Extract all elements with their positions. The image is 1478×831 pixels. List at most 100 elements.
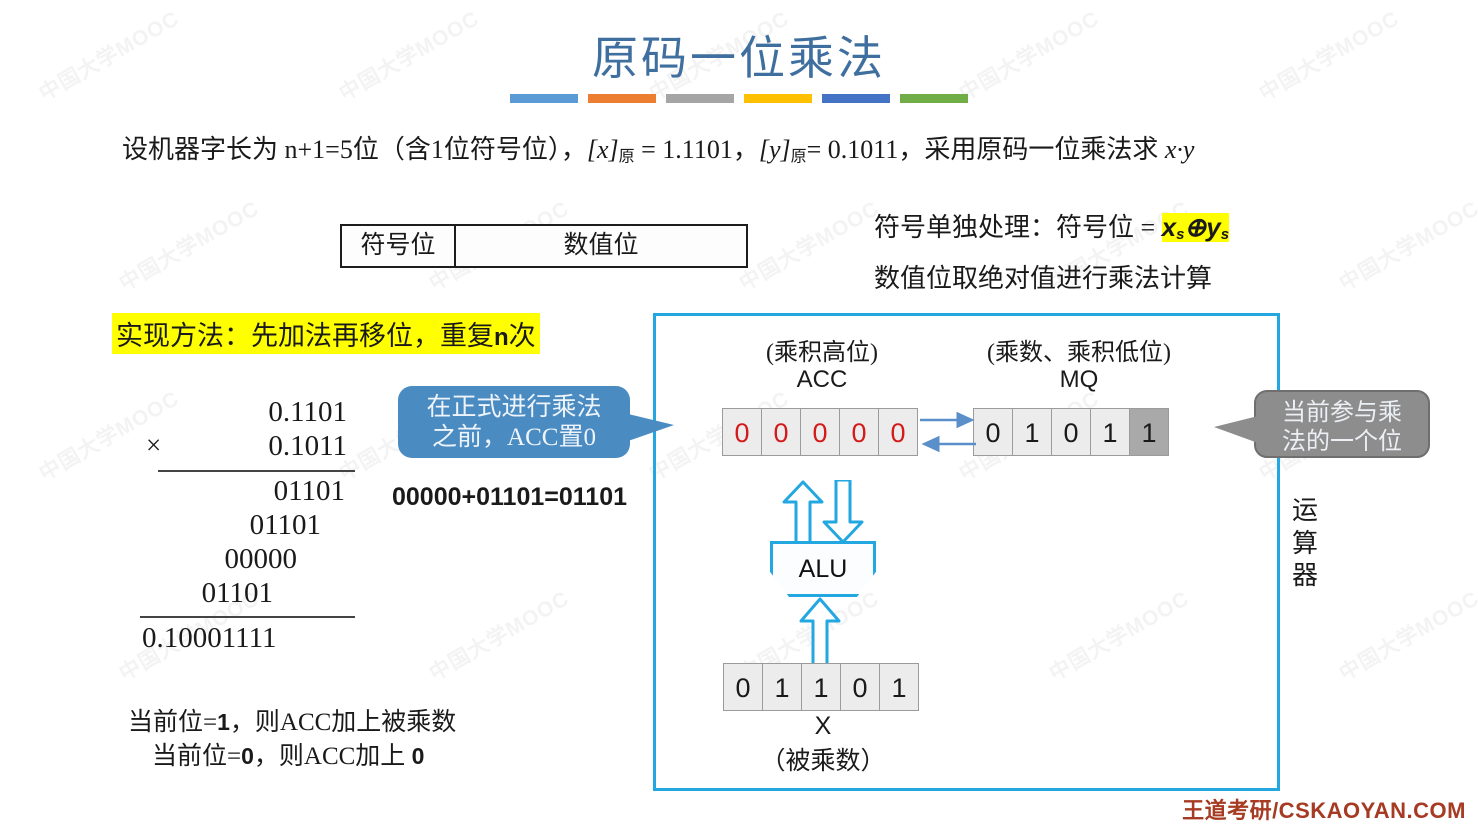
y-value: = 0.1011， bbox=[806, 135, 925, 164]
acc-bit-cell: 0 bbox=[878, 408, 918, 456]
acc-alu-block-arrows bbox=[782, 480, 864, 544]
y-subscript: 原 bbox=[790, 148, 807, 166]
watermark: 中国大学MOOC bbox=[1335, 587, 1478, 686]
product-expression: x·y bbox=[1164, 135, 1195, 164]
partial-product-row: 00000 bbox=[224, 543, 298, 575]
mq-bit-cell: 0 bbox=[1051, 408, 1091, 456]
watermark: 中国大学MOOC bbox=[115, 197, 264, 296]
product-row: 0.10001111 bbox=[142, 622, 277, 654]
method-n: n bbox=[494, 324, 509, 351]
x-alu-block-arrow bbox=[799, 597, 841, 665]
x-register-caption: X （被乘数） bbox=[700, 712, 946, 777]
bit-field-sign-cell: 符号位 bbox=[342, 226, 456, 266]
multiply-sign-icon: × bbox=[146, 430, 162, 460]
problem-statement: 设机器字长为 n+1=5位（含1位符号位），[x]原 = 1.1101，[y]原… bbox=[122, 129, 1194, 167]
absolute-value-note: 数值位取绝对值进行乘法计算 bbox=[874, 264, 1213, 293]
mq-bit-cell: 1 bbox=[1090, 408, 1130, 456]
title-bar-2 bbox=[588, 94, 656, 103]
partial-product-row: 01101 bbox=[249, 509, 321, 541]
callout-bit-line-1: 当前参与乘 bbox=[1282, 400, 1402, 426]
title-bar-3 bbox=[666, 94, 734, 103]
rule2-bit: 0 bbox=[241, 742, 254, 769]
watermark: 中国大学MOOC bbox=[425, 587, 574, 686]
acc-bit-cell: 0 bbox=[722, 408, 762, 456]
alu-shape bbox=[770, 541, 876, 597]
arrow-up-icon bbox=[782, 480, 824, 544]
alu-block: ALU bbox=[770, 541, 876, 597]
addition-step-text: 00000+01101=01101 bbox=[392, 483, 627, 511]
arrow-up-icon bbox=[799, 597, 841, 665]
mq-caption-top: (乘数、乘积低位) bbox=[987, 340, 1171, 366]
formula-x-sub: s bbox=[1176, 226, 1185, 243]
multiplication-rule-line bbox=[158, 470, 355, 472]
bit-field-table: 符号位 数值位 bbox=[340, 224, 748, 268]
title-bar-6 bbox=[900, 94, 968, 103]
problem-part-1: 设机器字长为 n+1=5位（含1位符号位）， bbox=[122, 135, 587, 164]
acc-bit-cell: 0 bbox=[800, 408, 840, 456]
rule1-bit: 1 bbox=[217, 709, 230, 735]
formula-y-sub: s bbox=[1220, 226, 1230, 243]
x-bit-cell: 1 bbox=[801, 663, 841, 711]
rule1-prefix: 当前位= bbox=[128, 709, 218, 736]
x-bracket-label: [x] bbox=[586, 135, 619, 164]
x-value: = 1.1101， bbox=[634, 135, 759, 164]
rule1-suffix: ，则ACC加上被乘数 bbox=[229, 709, 457, 736]
rule-line-2: 当前位=0，则ACC加上 0 bbox=[128, 740, 456, 774]
bit-field-numeric-cell: 数值位 bbox=[563, 232, 639, 259]
alu-label: ALU bbox=[798, 554, 848, 583]
multiplication-rules-note: 当前位=1，则ACC加上被乘数 当前位=0，则ACC加上 0 bbox=[128, 706, 456, 774]
mq-caption: (乘数、乘积低位) MQ bbox=[968, 340, 1190, 394]
callout-bit-line-2: 法的一个位 bbox=[1282, 428, 1402, 455]
title-bar-4 bbox=[744, 94, 812, 103]
y-bracket-label: [y] bbox=[758, 135, 791, 164]
mq-current-bit-cell: 1 bbox=[1129, 408, 1169, 456]
x-register: 0 1 1 0 1 bbox=[723, 663, 919, 711]
acc-register: 0 0 0 0 0 bbox=[722, 408, 918, 456]
x-bit-cell: 0 bbox=[723, 663, 763, 711]
acc-caption: (乘积高位) ACC bbox=[722, 340, 922, 394]
problem-part-2: 采用原码一位乘法求 bbox=[924, 135, 1165, 164]
sign-formula: xs⊕ys bbox=[1161, 212, 1230, 243]
rule2-addend: 0 bbox=[411, 742, 425, 769]
acc-caption-top: (乘积高位) bbox=[766, 340, 878, 366]
formula-x: x bbox=[1161, 212, 1177, 242]
watermark: 中国大学MOOC bbox=[735, 197, 884, 296]
rule2-prefix: 当前位= bbox=[152, 742, 242, 770]
slide-title: 原码一位乘法 bbox=[592, 33, 886, 84]
partial-product-row: 01101 bbox=[273, 475, 345, 507]
formula-y: y bbox=[1206, 212, 1221, 242]
mq-bit-cell: 1 bbox=[1012, 408, 1052, 456]
long-multiplication: 0.1101 × 0.1011 01101 01101 00000 01101 … bbox=[140, 396, 355, 658]
multiplier-value: 0.1011 bbox=[268, 430, 347, 462]
arrow-down-icon bbox=[822, 480, 864, 544]
sign-note-prefix: 符号单独处理：符号位 = bbox=[874, 213, 1162, 242]
method-note: 实现方法：先加法再移位，重复n次 bbox=[112, 313, 540, 354]
formula-xor-icon: ⊕ bbox=[1184, 212, 1207, 242]
callout-current-bit: 当前参与乘 法的一个位 bbox=[1214, 390, 1430, 458]
title-bar-5 bbox=[822, 94, 890, 103]
arithmetic-unit-label: 运算器 bbox=[1291, 496, 1318, 590]
rule2-suffix: ，则ACC加上 bbox=[253, 742, 412, 770]
rule-line-1: 当前位=1，则ACC加上被乘数 bbox=[128, 706, 456, 740]
callout-acc-line-2: 之前，ACC置0 bbox=[432, 423, 596, 451]
x-register-name: X bbox=[814, 712, 832, 740]
watermark: 中国大学MOOC bbox=[1335, 197, 1478, 296]
partial-product-row: 01101 bbox=[201, 577, 273, 609]
multiplicand-row: 0.1101 bbox=[268, 396, 347, 428]
x-bit-cell: 1 bbox=[762, 663, 802, 711]
multiplier-row: × 0.1011 bbox=[140, 430, 355, 466]
method-tail: 次 bbox=[508, 321, 536, 351]
title-bar-1 bbox=[510, 94, 578, 103]
acc-bit-cell: 0 bbox=[761, 408, 801, 456]
sign-handling-note: 符号单独处理：符号位 = xs⊕ys bbox=[874, 207, 1230, 244]
callout-acc-line-1: 在正式进行乘法 bbox=[426, 394, 602, 421]
x-bit-cell: 0 bbox=[840, 663, 880, 711]
acc-caption-name: ACC bbox=[796, 365, 848, 393]
callout-acc-init: 在正式进行乘法 之前，ACC置0 bbox=[398, 386, 674, 458]
sum-rule-line bbox=[140, 616, 355, 618]
callout-acc-tail-icon bbox=[628, 414, 674, 441]
mq-caption-name: MQ bbox=[1059, 365, 1099, 393]
title-underline-bars bbox=[510, 94, 968, 103]
callout-bit-tail-icon bbox=[1214, 416, 1258, 443]
footer-brand: 王道考研/CSKAOYAN.COM bbox=[1182, 798, 1466, 823]
